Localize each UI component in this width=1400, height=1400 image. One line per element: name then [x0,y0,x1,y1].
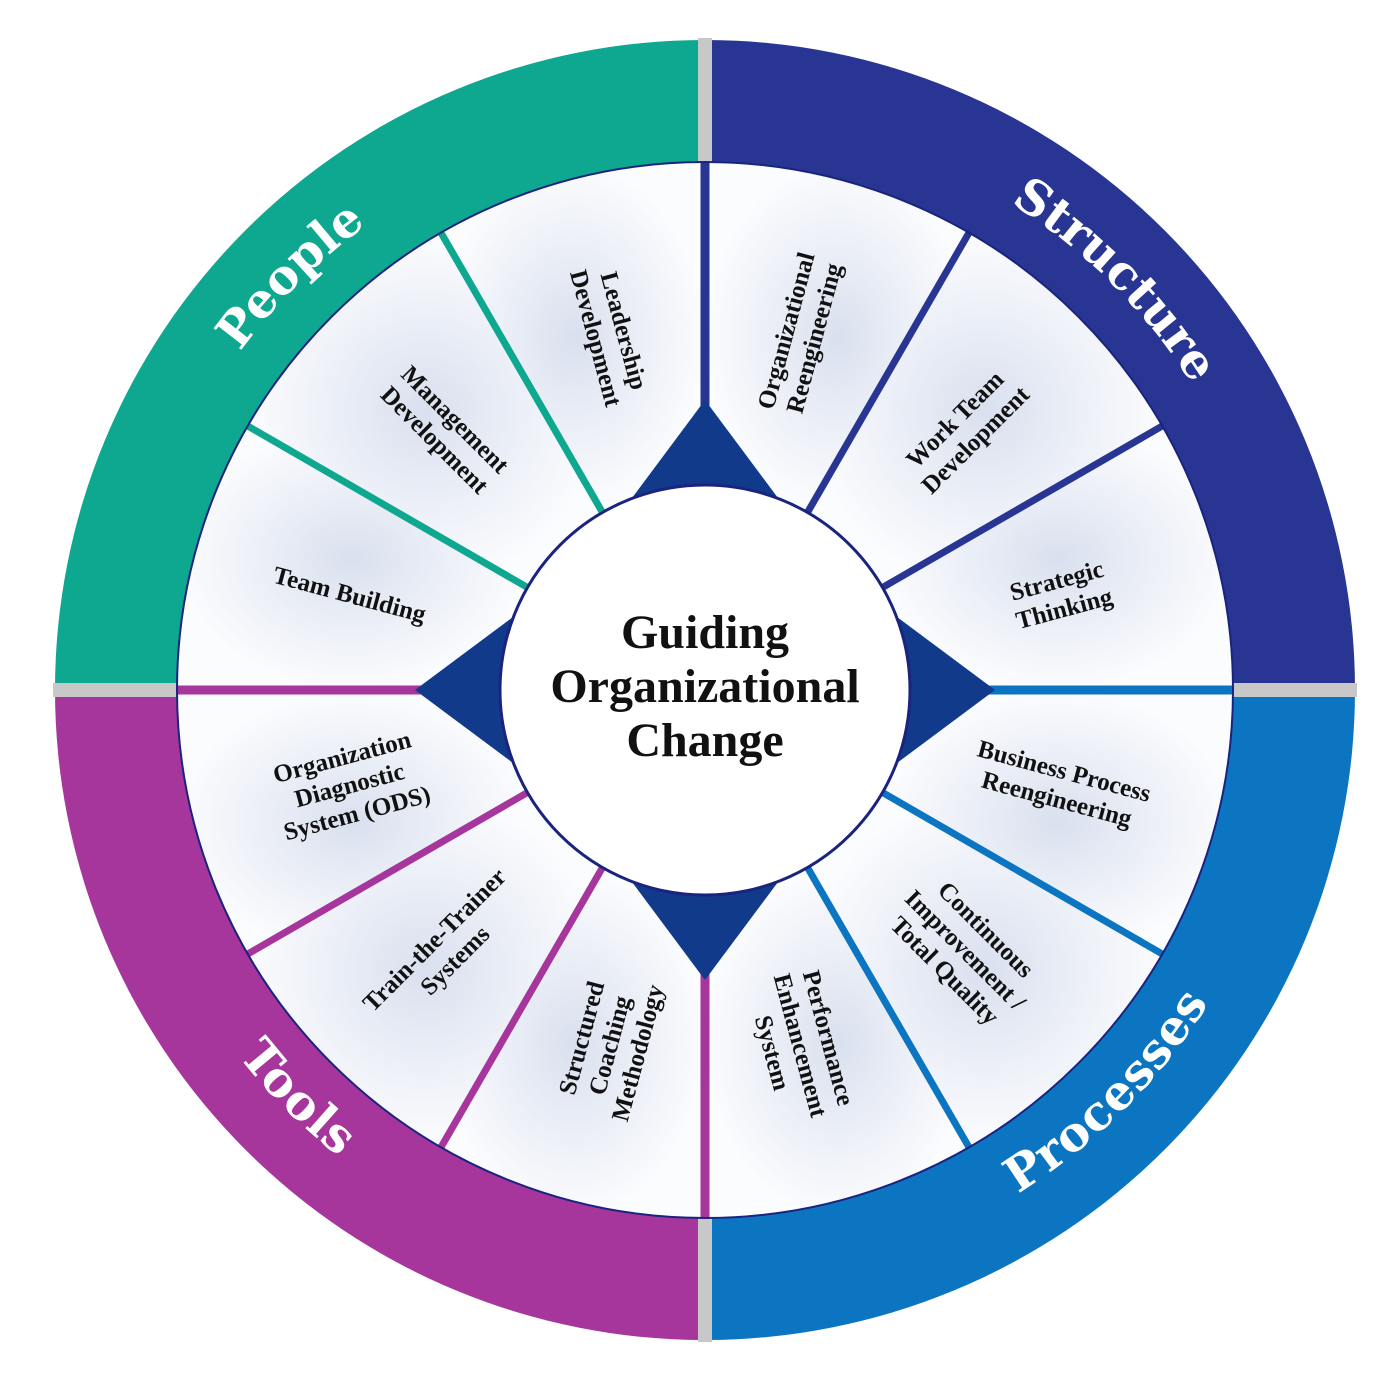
quadrant-band-people [55,40,705,690]
segment-processes-3 [705,867,969,1218]
segment-divider-tools [245,789,530,958]
segment-structure-1 [705,162,969,513]
segment-divider-people [245,422,530,591]
inner-ring-outline [176,161,1234,1219]
segment-structure-2 [807,232,1163,588]
segment-people-2 [247,232,603,588]
segment-structure-3 [882,426,1233,690]
segment-divider-tools [437,865,606,1150]
quadrant-band-tools [55,690,705,1340]
segment-tools-3 [177,690,528,954]
segment-divider-processes [880,789,1165,958]
segment-people-1 [177,426,528,690]
segment-processes-1 [882,690,1233,954]
segment-divider-structure [880,422,1165,591]
segment-people-3 [441,162,705,513]
segment-tools-1 [441,867,705,1218]
center-circle [498,483,912,897]
segment-divider-processes [804,865,973,1150]
segment-divider-people [437,230,606,515]
segment-tools-2 [247,792,603,1148]
quadrant-band-structure [705,40,1355,690]
quadrant-band-processes [705,690,1355,1340]
segment-divider-structure [804,230,973,515]
segment-processes-2 [807,792,1163,1148]
